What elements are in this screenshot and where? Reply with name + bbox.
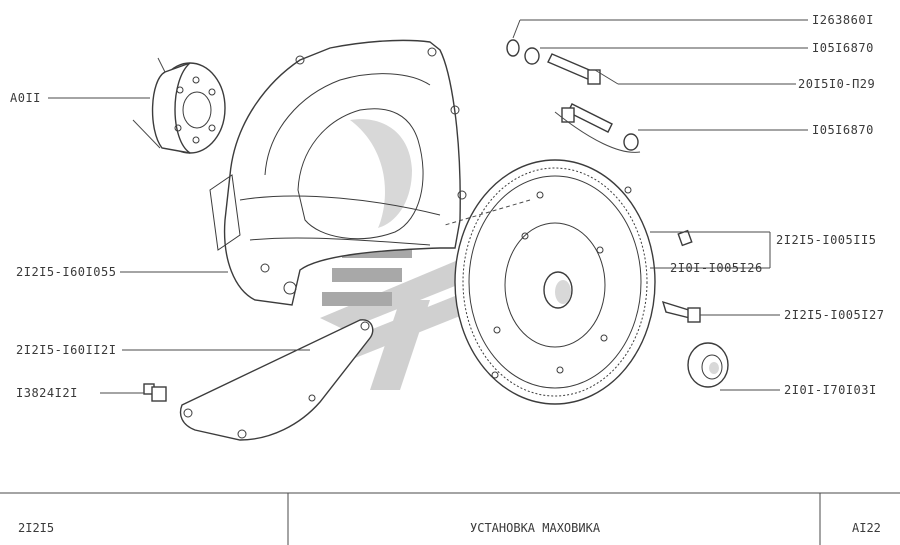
label-21215-1601121: 2I2I5-I60II2I xyxy=(16,343,116,357)
bearing xyxy=(687,342,729,388)
label-10516870-mid: I05I6870 xyxy=(812,123,874,137)
dowel-pin xyxy=(677,229,693,247)
hub-a011 xyxy=(132,57,226,154)
label-a011: A0II xyxy=(10,91,41,105)
label-21215-1005115: 2I2I5-I005II5 xyxy=(776,233,876,247)
label-21215-1601055: 2I2I5-I60I055 xyxy=(16,265,116,279)
label-2101-1005126: 2I0I-I005I26 xyxy=(670,261,763,275)
clutch-housing xyxy=(209,39,467,306)
sheet-title: УСТАНОВКА МАХОВИКА xyxy=(470,521,601,535)
model-number: 2I2I5 xyxy=(18,521,54,535)
cover-plate xyxy=(179,319,374,441)
label-20151029: 20I5I0-П29 xyxy=(798,77,875,91)
fasteners-top xyxy=(506,39,641,153)
flywheel xyxy=(444,159,656,405)
bolt-13824121 xyxy=(100,383,167,402)
label-12638601: I263860I xyxy=(812,13,874,27)
bolt-21215-1005127 xyxy=(661,300,701,323)
sheet-number: AI22 xyxy=(852,521,881,535)
leader-lines xyxy=(48,19,808,391)
label-10516870-top: I05I6870 xyxy=(812,41,874,55)
label-2101-1701031: 2I0I-I70I03I xyxy=(784,383,877,397)
part-labels: A0II I263860I I05I6870 20I5I0-П29 I05I68… xyxy=(10,13,884,400)
label-21215-1005127: 2I2I5-I005I27 xyxy=(784,308,884,322)
label-13824121: I3824I2I xyxy=(16,386,78,400)
title-block: 2I2I5 УСТАНОВКА МАХОВИКА AI22 xyxy=(0,492,900,545)
